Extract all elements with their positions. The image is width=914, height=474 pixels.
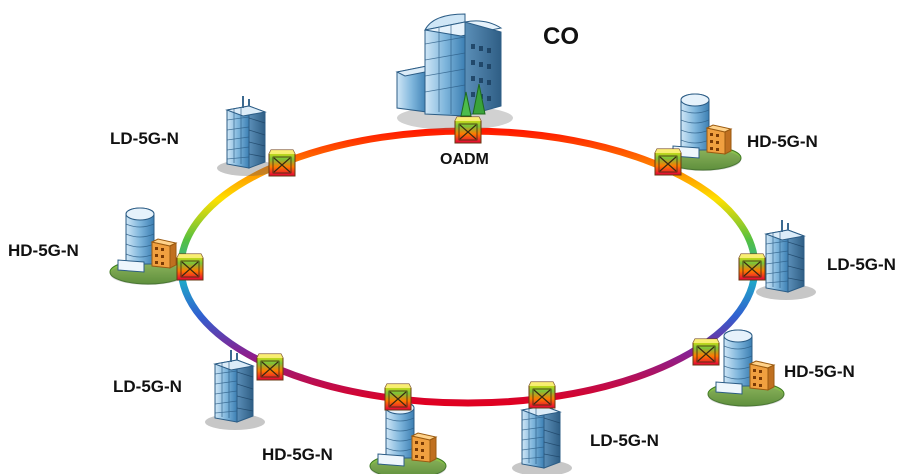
node-label: HD-5G-N: [784, 362, 855, 381]
node-label: HD-5G-N: [747, 132, 818, 151]
oadm-node: [256, 353, 284, 381]
high-density-building-icon: [707, 329, 785, 408]
central-office-building: [395, 13, 513, 130]
oadm-node: [176, 253, 204, 281]
node-hd-bottom: HD-5G-N: [262, 383, 447, 474]
oadm-co: [454, 116, 482, 144]
node-hd-bottom-right: HD-5G-N: [692, 329, 855, 408]
oadm-node: [528, 381, 556, 409]
node-label: LD-5G-N: [590, 431, 659, 450]
high-density-building-icon: [109, 207, 187, 286]
oadm-node: [268, 149, 296, 177]
high-density-building-icon: [369, 401, 447, 474]
node-label: LD-5G-N: [113, 377, 182, 396]
node-label: HD-5G-N: [8, 241, 79, 260]
node-hd-left: HD-5G-N: [8, 207, 204, 286]
node-label: LD-5G-N: [110, 129, 179, 148]
node-label: HD-5G-N: [262, 445, 333, 464]
node-ld-bottom: LD-5G-N: [511, 381, 659, 474]
node-ld-bottom-left: LD-5G-N: [113, 349, 284, 431]
low-density-tower-icon: [216, 95, 278, 177]
oadm-label: OADM: [440, 151, 489, 168]
oadm-node: [654, 148, 682, 176]
node-label: LD-5G-N: [827, 255, 896, 274]
node-ld-right: LD-5G-N: [738, 219, 896, 301]
node-ld-top-left: LD-5G-N: [110, 95, 296, 177]
central-office-label: CO: [543, 23, 579, 50]
node-hd-top-right: HD-5G-N: [654, 93, 818, 176]
oadm-node: [384, 383, 412, 411]
oadm-node: [738, 253, 766, 281]
oadm-node: [692, 338, 720, 366]
